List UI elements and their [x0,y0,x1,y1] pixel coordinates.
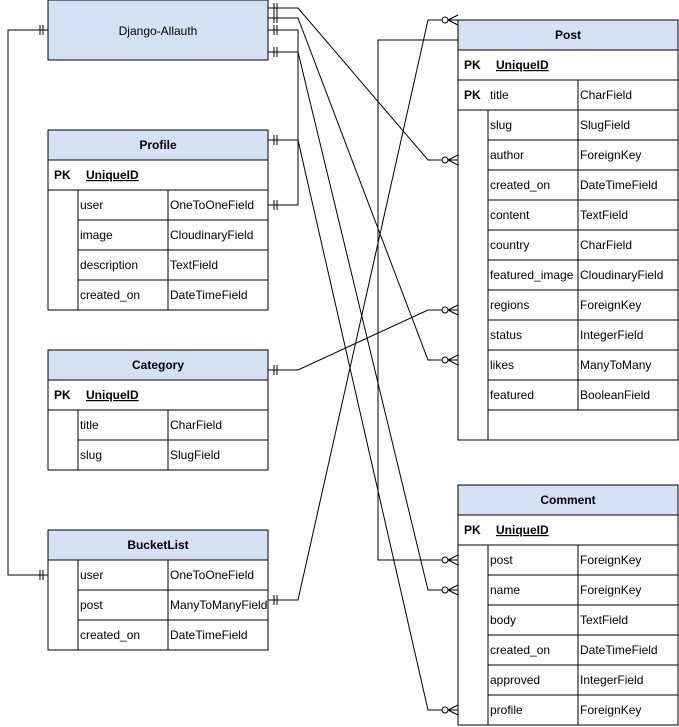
comment-field-name: approved [490,673,540,687]
comment-pk-label: PK [464,523,481,537]
post-field-type: ManyToMany [580,358,651,372]
comment-field-type: TextField [580,613,628,627]
post-field-name: featured_image [490,268,574,282]
profile-field-type: DateTimeField [170,288,248,302]
post-field-type: DateTimeField [580,178,658,192]
post-title: Post [555,28,581,42]
comment-title: Comment [540,493,595,507]
bucketlist-entity[interactable]: BucketList user OneToOneField post ManyT… [47,529,269,651]
post-field-name: regions [490,298,529,312]
relation-auth-post-author[interactable] [268,3,459,166]
relation-auth-post-likes[interactable] [268,13,459,366]
auth-entity[interactable]: Django-Allauth [47,0,269,61]
post-field-type: IntegerField [580,328,643,342]
bucketlist-field-type: OneToOneField [170,568,254,582]
post-field-type: BooleanField [580,388,650,402]
bucketlist-field-type: DateTimeField [170,628,248,642]
post-pk2-type: CharField [580,88,632,102]
post-field-name: created_on [490,178,550,192]
profile-title: Profile [139,138,177,152]
post-entity[interactable]: Post PK UniqueID PK title CharField slug… [457,19,679,441]
profile-field-name: user [80,198,103,212]
bucketlist-field-name: created_on [80,628,140,642]
comment-field-type: ForeignKey [580,553,641,567]
post-pk2-label: PK [464,88,481,102]
post-field-type: ForeignKey [580,148,641,162]
comment-field-type: ForeignKey [580,583,641,597]
post-field-type: SlugField [580,118,630,132]
category-field-name: slug [80,448,102,462]
bucketlist-title: BucketList [127,538,188,552]
relation-bucketlist-post[interactable] [268,14,459,605]
post-field-type: CharField [580,238,632,252]
comment-field-name: post [490,553,513,567]
post-pk-label: PK [464,58,481,72]
post-field-name: author [490,148,524,162]
post-field-name: content [490,208,530,222]
post-field-name: slug [490,118,512,132]
comment-field-name: name [490,583,520,597]
profile-field-name: description [80,258,138,272]
category-entity[interactable]: Category PK UniqueID title CharField slu… [47,349,269,471]
profile-pk-label: PK [54,168,71,182]
post-field-name: status [490,328,522,342]
post-pk2-name: title [490,88,509,102]
relation-category-post-regions[interactable] [268,304,459,375]
bucketlist-field-name: user [80,568,103,582]
post-pk-name: UniqueID [496,58,549,72]
category-pk-name: UniqueID [86,388,139,402]
comment-entity[interactable]: Comment PK UniqueID post ForeignKey name… [457,484,679,726]
post-field-name: country [490,238,529,252]
post-field-type: ForeignKey [580,298,641,312]
profile-field-type: TextField [170,258,218,272]
comment-field-name: created_on [490,643,550,657]
profile-field-type: CloudinaryField [170,228,253,242]
bucketlist-field-name: post [80,598,103,612]
comment-field-name: body [490,613,516,627]
category-field-name: title [80,418,99,432]
relation-auth-profile-user[interactable] [268,25,299,210]
comment-field-type: DateTimeField [580,643,658,657]
post-field-name: featured [490,388,534,402]
category-pk-label: PK [54,388,71,402]
relation-auth-bucketlist-user[interactable] [7,25,48,580]
profile-pk-name: UniqueID [86,168,139,182]
comment-field-name: profile [490,703,523,717]
profile-field-type: OneToOneField [170,198,254,212]
category-field-type: SlugField [170,448,220,462]
relation-auth-comment-name[interactable] [268,47,459,596]
post-field-type: CloudinaryField [580,268,663,282]
category-title: Category [132,358,184,372]
comment-pk-name: UniqueID [496,523,549,537]
post-field-name: likes [490,358,514,372]
profile-entity[interactable]: Profile PK UniqueID user OneToOneField i… [47,129,269,311]
profile-field-name: created_on [80,288,140,302]
comment-field-type: ForeignKey [580,703,641,717]
auth-entity-title: Django-Allauth [119,24,198,38]
profile-field-name: image [80,228,113,242]
post-field-type: TextField [580,208,628,222]
bucketlist-field-type: ManyToManyField [170,598,267,612]
comment-field-type: IntegerField [580,673,643,687]
relation-profile-comment-profile[interactable] [268,135,459,716]
relation-post-comment-post[interactable] [377,39,459,566]
category-field-type: CharField [170,418,222,432]
